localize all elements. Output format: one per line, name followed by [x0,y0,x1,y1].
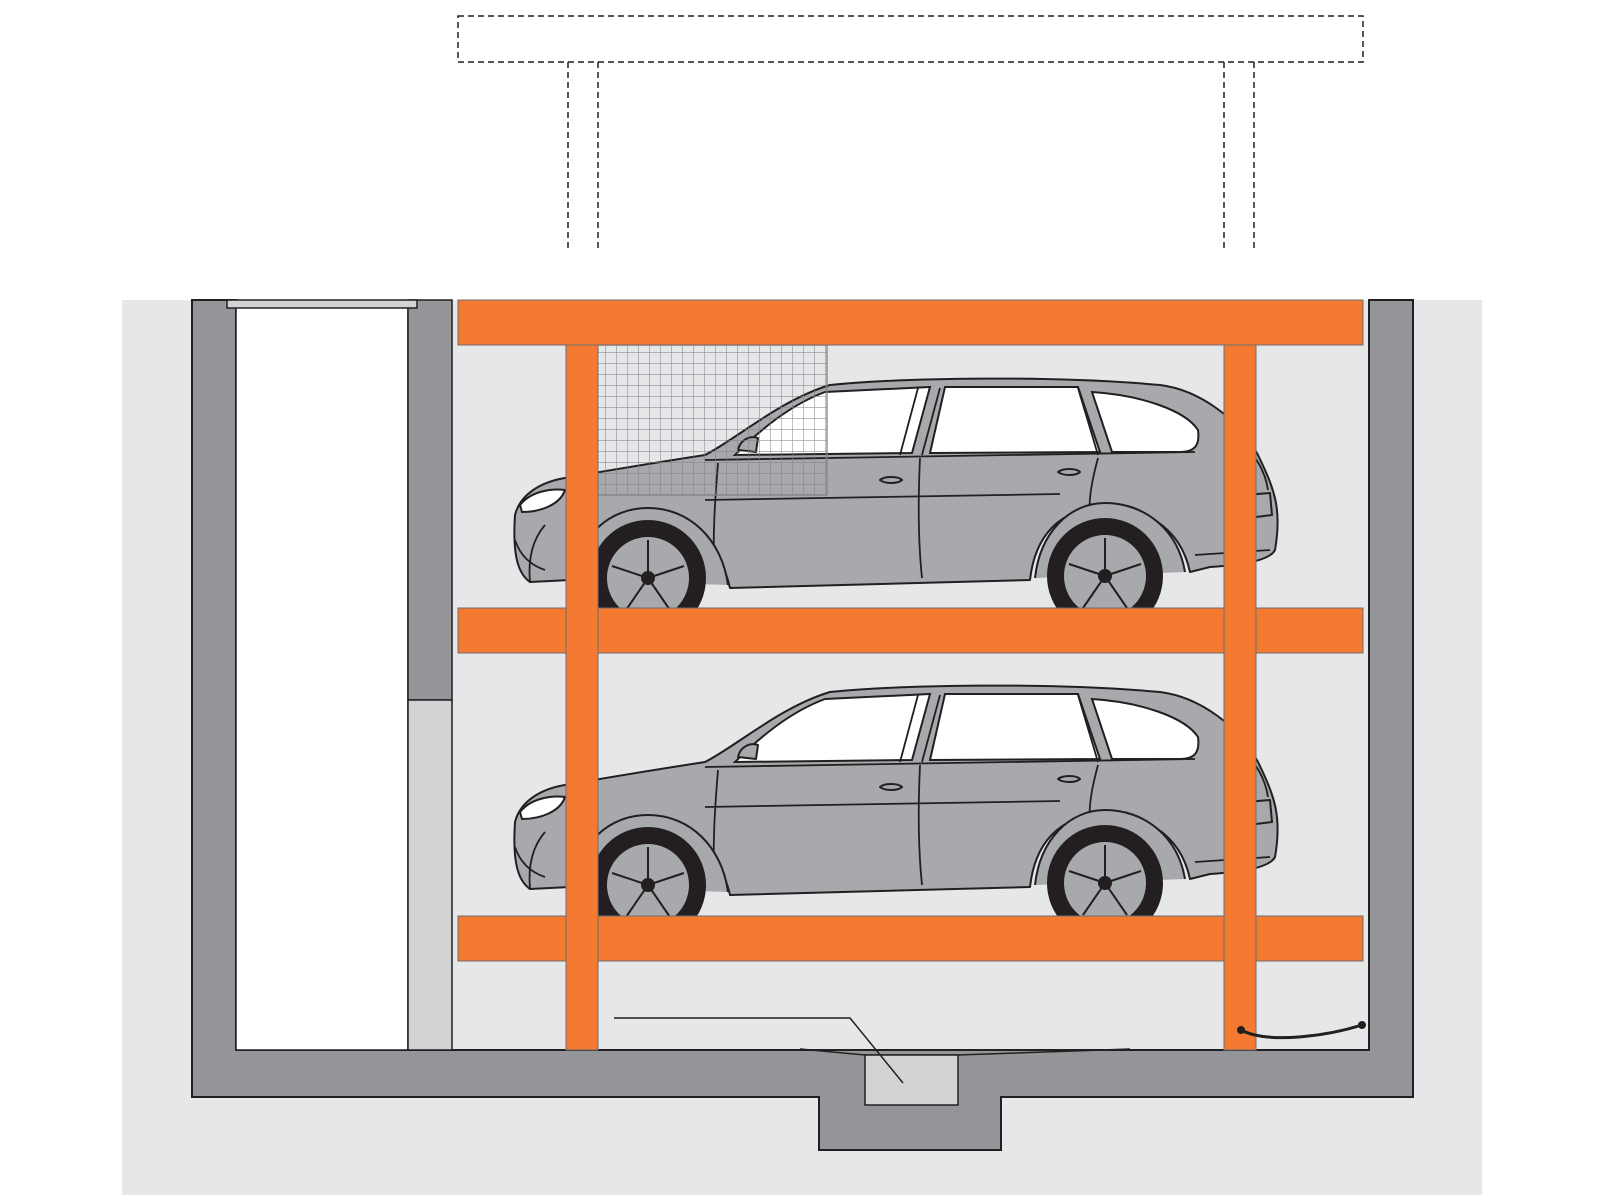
power-cable [1240,1023,1363,1040]
wall-left-lower [407,699,453,1051]
drain-line [614,1017,904,1084]
platform-middle [457,607,1364,654]
safety-mesh [596,344,828,496]
raised-platform-outline [457,15,1364,63]
platform-bottom [457,915,1364,962]
sump [864,1054,959,1106]
cable-end-left [1237,1026,1245,1034]
access-shaft [235,301,409,1051]
column-right [1223,344,1257,1051]
column-left [565,344,599,1051]
shaft-cover [226,299,418,309]
wall-left [407,299,453,701]
platform-top [457,299,1364,346]
raised-columns-outline [567,62,1255,250]
cable-end-right [1358,1021,1366,1029]
